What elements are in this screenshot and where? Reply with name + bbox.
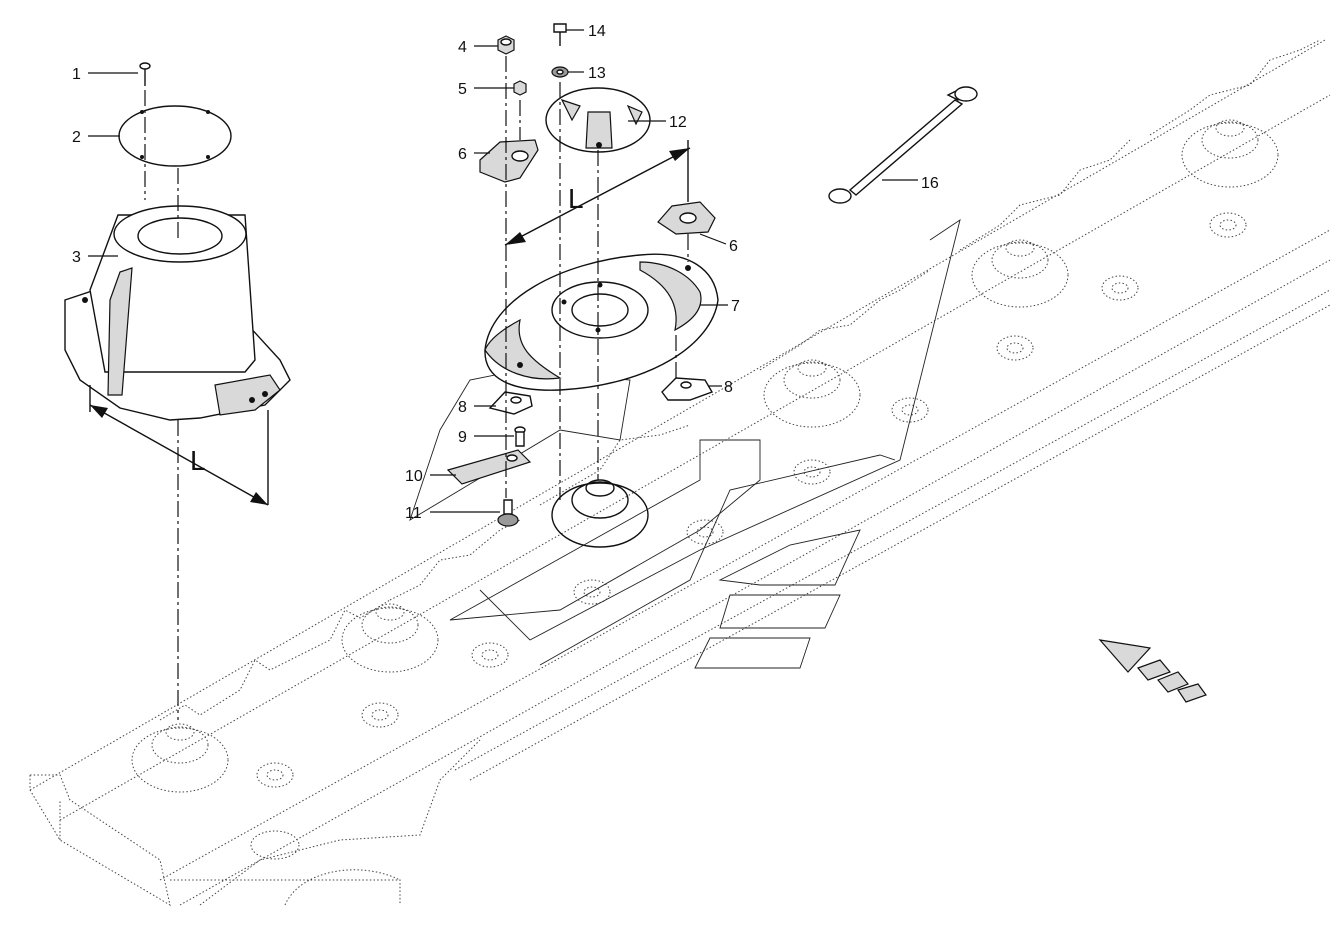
screw-part-1 bbox=[139, 62, 151, 86]
gearbox-hub bbox=[971, 239, 1069, 308]
nut-part-4 bbox=[497, 35, 515, 55]
callout-14: 14 bbox=[588, 23, 606, 40]
cutter-bar-frame bbox=[29, 39, 1331, 907]
callout-4: 4 bbox=[458, 39, 467, 56]
leader-lines bbox=[88, 29, 918, 513]
blade-part-10 bbox=[446, 449, 532, 485]
direction-arrow bbox=[1098, 639, 1207, 703]
dimension-left: L bbox=[89, 385, 269, 506]
callout-5: 5 bbox=[458, 81, 467, 98]
bolt-part-9 bbox=[514, 426, 526, 447]
washer-part-13 bbox=[551, 66, 569, 78]
bolt-part-11 bbox=[497, 499, 519, 527]
gearbox-hub bbox=[131, 723, 229, 793]
callout-1: 1 bbox=[72, 66, 81, 83]
gearbox-hub bbox=[551, 479, 649, 548]
bolt-part-14 bbox=[553, 23, 567, 46]
dimension-label-left: L bbox=[190, 445, 206, 476]
wrench-part-16 bbox=[828, 86, 978, 204]
gearbox-hub bbox=[341, 603, 439, 673]
callout-8-right: 8 bbox=[724, 379, 733, 396]
callout-labels: 1 2 3 4 5 6 6 7 8 8 9 10 11 12 13 14 16 bbox=[72, 23, 939, 522]
cutting-disc-part-7 bbox=[484, 253, 719, 391]
drum-housing-part-3 bbox=[64, 205, 291, 421]
assembly-axis-lines bbox=[144, 56, 689, 720]
callout-3: 3 bbox=[72, 249, 81, 266]
gearbox-hub bbox=[763, 359, 861, 428]
callout-9: 9 bbox=[458, 429, 467, 446]
callout-6-right: 6 bbox=[729, 238, 738, 255]
skid-part-6-right bbox=[657, 201, 716, 235]
cone-cap-part-12 bbox=[545, 87, 651, 153]
knife-holder-part-8-right bbox=[661, 377, 714, 401]
bearing-ring bbox=[256, 212, 1247, 788]
callout-6-left: 6 bbox=[458, 146, 467, 163]
callout-12: 12 bbox=[669, 114, 687, 131]
skid-part-6-left bbox=[479, 139, 539, 183]
cover-plate-part-2 bbox=[118, 105, 232, 167]
callout-16: 16 bbox=[921, 175, 939, 192]
callout-11: 11 bbox=[405, 505, 422, 522]
gearbox-hub bbox=[1181, 119, 1279, 188]
nut-part-5 bbox=[513, 80, 527, 96]
callout-7: 7 bbox=[731, 298, 740, 315]
knife-holder-part-8-left bbox=[488, 391, 533, 415]
callout-10: 10 bbox=[405, 468, 423, 485]
callout-8-left: 8 bbox=[458, 399, 467, 416]
dimension-right: L bbox=[504, 140, 691, 246]
callout-2: 2 bbox=[72, 129, 81, 146]
dimension-label-right: L bbox=[568, 183, 584, 214]
callout-13: 13 bbox=[588, 65, 606, 82]
